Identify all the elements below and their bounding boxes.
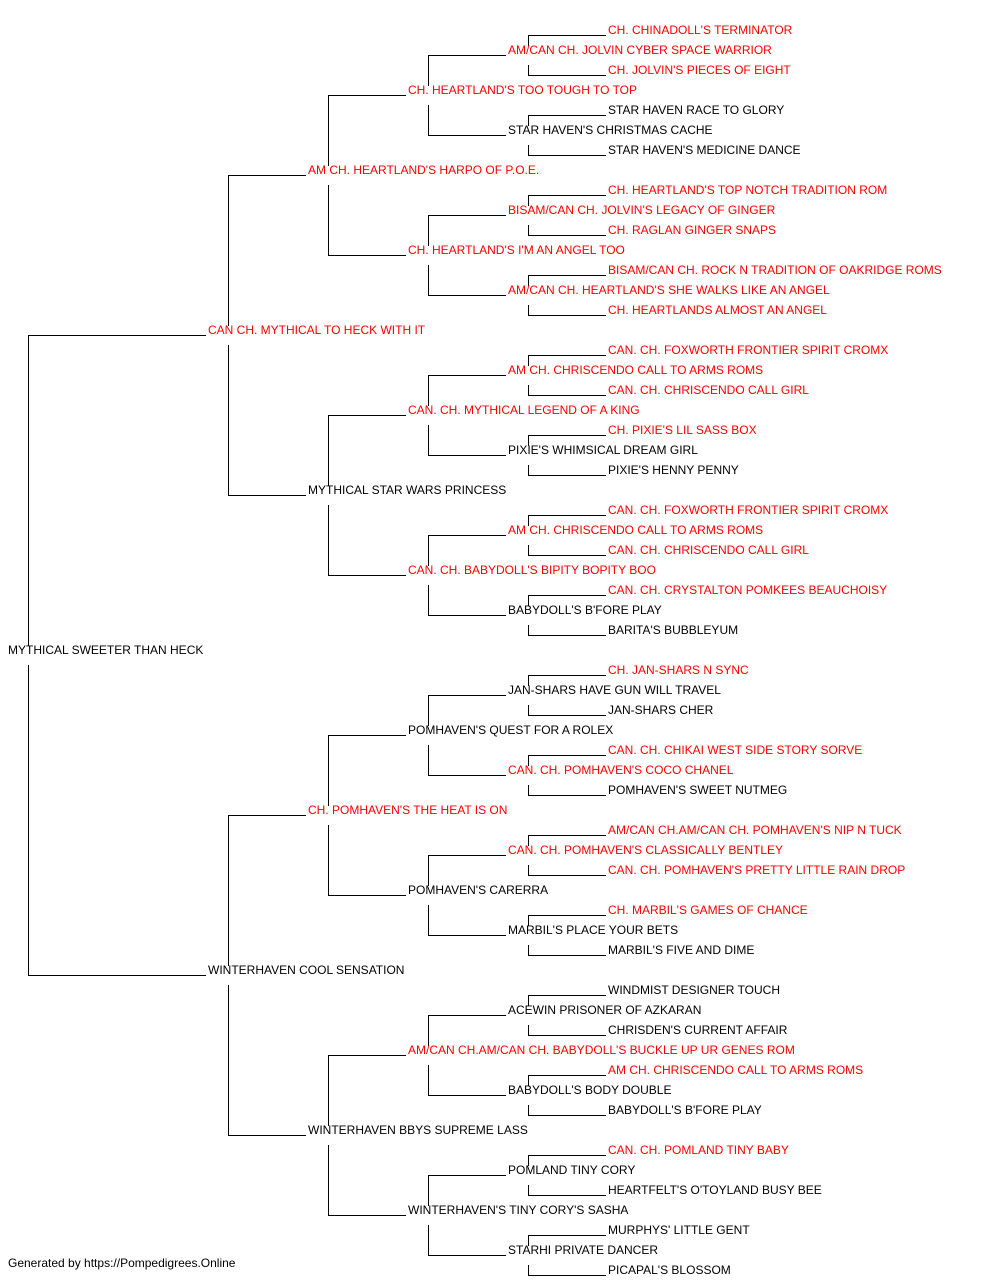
subject-name: MYTHICAL SWEETER THAN HECK (8, 643, 204, 657)
g-g-great-grandparent-name: CH. MARBIL'S GAMES OF CHANCE (608, 903, 808, 917)
great-grandparent-name: AM/CAN CH.AM/CAN CH. BABYDOLL'S BUCKLE U… (408, 1043, 795, 1057)
g-g-great-grandparent-name: PIXIE'S HENNY PENNY (608, 463, 739, 477)
g-g-great-grandparent-name: AM CH. CHRISCENDO CALL TO ARMS ROMS (608, 1063, 864, 1077)
g-great-grandparent-name: AM CH. CHRISCENDO CALL TO ARMS ROMS (508, 363, 764, 377)
g-g-great-grandparent-name: STAR HAVEN'S MEDICINE DANCE (608, 143, 801, 157)
g-g-great-grandparent-name: CAN. CH. CHIKAI WEST SIDE STORY SORVE (608, 743, 863, 757)
g-g-great-grandparent-name: MARBIL'S FIVE AND DIME (608, 943, 755, 957)
g-great-grandparent-name: AM/CAN CH. JOLVIN CYBER SPACE WARRIOR (508, 43, 772, 57)
g-great-grandparent-name: PIXIE'S WHIMSICAL DREAM GIRL (508, 443, 698, 457)
g-g-great-grandparent-name: CH. HEARTLANDS ALMOST AN ANGEL (608, 303, 827, 317)
g-g-great-grandparent-name: CH. PIXIE'S LIL SASS BOX (608, 423, 757, 437)
g-great-grandparent-name: CAN. CH. POMHAVEN'S CLASSICALLY BENTLEY (508, 843, 784, 857)
g-g-great-grandparent-name: CH. JOLVIN'S PIECES OF EIGHT (608, 63, 791, 77)
great-grandparent-name: WINTERHAVEN'S TINY CORY'S SASHA (408, 1203, 629, 1217)
g-great-grandparent-name: ACEWIN PRISONER OF AZKARAN (508, 1003, 702, 1017)
grandparent-name: CH. POMHAVEN'S THE HEAT IS ON (308, 803, 508, 817)
g-g-great-grandparent-name: POMHAVEN'S SWEET NUTMEG (608, 783, 788, 797)
g-g-great-grandparent-name: CAN. CH. POMHAVEN'S PRETTY LITTLE RAIN D… (608, 863, 906, 877)
grandparent-name: WINTERHAVEN BBYS SUPREME LASS (308, 1123, 528, 1137)
great-grandparent-name: CAN. CH. BABYDOLL'S BIPITY BOPITY BOO (408, 563, 656, 577)
g-great-grandparent-name: CAN. CH. POMHAVEN'S COCO CHANEL (508, 763, 734, 777)
great-grandparent-name: CH. HEARTLAND'S TOO TOUGH TO TOP (408, 83, 638, 97)
g-g-great-grandparent-name: CAN. CH. CHRISCENDO CALL GIRL (608, 383, 809, 397)
g-g-great-grandparent-name: HEARTFELT'S O'TOYLAND BUSY BEE (608, 1183, 822, 1197)
g-g-great-grandparent-name: CH. JAN-SHARS N SYNC (608, 663, 749, 677)
g-great-grandparent-name: AM CH. CHRISCENDO CALL TO ARMS ROMS (508, 523, 764, 537)
g-g-great-grandparent-name: CAN. CH. CRYSTALTON POMKEES BEAUCHOISY (608, 583, 888, 597)
g-g-great-grandparent-name: MURPHYS' LITTLE GENT (608, 1223, 750, 1237)
footer-credit: Generated by https://Pompedigrees.Online (8, 1256, 236, 1270)
g-g-great-grandparent-name: PICAPAL'S BLOSSOM (608, 1263, 731, 1277)
parent-name: CAN CH. MYTHICAL TO HECK WITH IT (208, 323, 426, 337)
grandparent-name: AM CH. HEARTLAND'S HARPO OF P.O.E. (308, 163, 540, 177)
g-great-grandparent-name: STARHI PRIVATE DANCER (508, 1243, 659, 1257)
grandparent-name: MYTHICAL STAR WARS PRINCESS (308, 483, 507, 497)
g-g-great-grandparent-name: WINDMIST DESIGNER TOUCH (608, 983, 781, 997)
g-g-great-grandparent-name: BARITA'S BUBBLEYUM (608, 623, 739, 637)
g-g-great-grandparent-name: JAN-SHARS CHER (608, 703, 714, 717)
g-great-grandparent-name: BABYDOLL'S B'FORE PLAY (508, 603, 662, 617)
g-g-great-grandparent-name: BABYDOLL'S B'FORE PLAY (608, 1103, 762, 1117)
g-g-great-grandparent-name: CH. CHINADOLL'S TERMINATOR (608, 23, 793, 37)
g-g-great-grandparent-name: CAN. CH. POMLAND TINY BABY (608, 1143, 789, 1157)
g-g-great-grandparent-name: CAN. CH. CHRISCENDO CALL GIRL (608, 543, 809, 557)
great-grandparent-name: POMHAVEN'S CARERRA (408, 883, 549, 897)
great-grandparent-name: CAN. CH. MYTHICAL LEGEND OF A KING (408, 403, 640, 417)
g-great-grandparent-name: MARBIL'S PLACE YOUR BETS (508, 923, 679, 937)
g-great-grandparent-name: BABYDOLL'S BODY DOUBLE (508, 1083, 672, 1097)
g-g-great-grandparent-name: CAN. CH. FOXWORTH FRONTIER SPIRIT CROMX (608, 503, 889, 517)
parent-name: WINTERHAVEN COOL SENSATION (208, 963, 405, 977)
g-great-grandparent-name: STAR HAVEN'S CHRISTMAS CACHE (508, 123, 713, 137)
g-g-great-grandparent-name: CH. RAGLAN GINGER SNAPS (608, 223, 777, 237)
great-grandparent-name: CH. HEARTLAND'S I'M AN ANGEL TOO (408, 243, 625, 257)
g-great-grandparent-name: JAN-SHARS HAVE GUN WILL TRAVEL (508, 683, 721, 697)
great-grandparent-name: POMHAVEN'S QUEST FOR A ROLEX (408, 723, 614, 737)
g-great-grandparent-name: POMLAND TINY CORY (508, 1163, 636, 1177)
g-g-great-grandparent-name: CAN. CH. FOXWORTH FRONTIER SPIRIT CROMX (608, 343, 889, 357)
g-great-grandparent-name: AM/CAN CH. HEARTLAND'S SHE WALKS LIKE AN… (508, 283, 830, 297)
g-g-great-grandparent-name: CHRISDEN'S CURRENT AFFAIR (608, 1023, 788, 1037)
g-great-grandparent-name: BISAM/CAN CH. JOLVIN'S LEGACY OF GINGER (508, 203, 776, 217)
g-g-great-grandparent-name: STAR HAVEN RACE TO GLORY (608, 103, 785, 117)
g-g-great-grandparent-name: AM/CAN CH.AM/CAN CH. POMHAVEN'S NIP N TU… (608, 823, 902, 837)
g-g-great-grandparent-name: CH. HEARTLAND'S TOP NOTCH TRADITION ROM (608, 183, 888, 197)
g-g-great-grandparent-name: BISAM/CAN CH. ROCK N TRADITION OF OAKRID… (608, 263, 942, 277)
